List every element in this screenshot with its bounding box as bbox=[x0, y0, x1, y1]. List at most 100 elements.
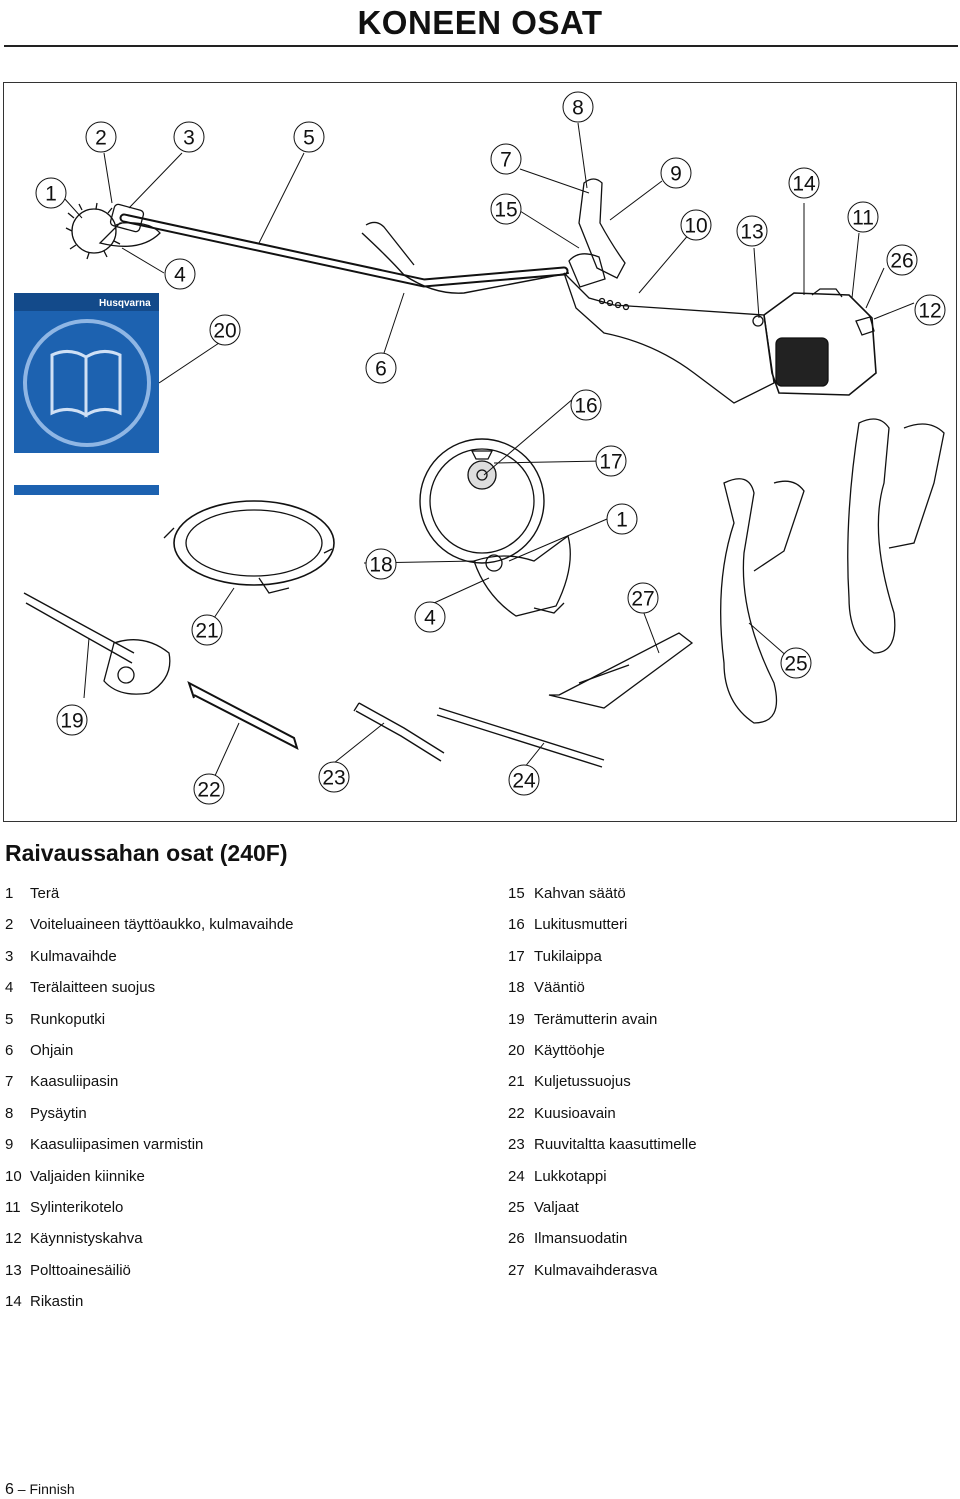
part-label: Kaasuliipasimen varmistin bbox=[30, 1136, 204, 1154]
callout-9: 9 bbox=[670, 163, 682, 186]
part-label: Kuljetussuojus bbox=[534, 1073, 631, 1091]
part-row-11: 11 Sylinterikotelo bbox=[5, 1198, 294, 1229]
callout-26: 26 bbox=[890, 250, 913, 273]
part-row-4: 4 Terälaitteen suojus bbox=[5, 978, 294, 1009]
part-number: 8 bbox=[5, 1104, 14, 1122]
part-label: Polttoainesäiliö bbox=[30, 1261, 131, 1279]
callout-13: 13 bbox=[740, 221, 763, 244]
throttle-handle bbox=[578, 178, 626, 279]
part-label: Kulmavaihde bbox=[30, 947, 117, 965]
part-label: Rikastin bbox=[30, 1293, 84, 1311]
part-number: 17 bbox=[508, 947, 525, 965]
engine-body bbox=[563, 272, 775, 404]
part-row-21: 21 Kuljetussuojus bbox=[508, 1072, 697, 1103]
part-row-16: 16 Lukitusmutteri bbox=[508, 915, 697, 946]
part-label: Sylinterikotelo bbox=[30, 1198, 124, 1216]
part-number: 12 bbox=[5, 1230, 22, 1248]
part-number: 7 bbox=[5, 1073, 14, 1091]
callout-5: 5 bbox=[303, 127, 315, 150]
callout-20: 20 bbox=[213, 320, 236, 343]
part-number: 25 bbox=[508, 1198, 525, 1216]
screwdriver-icon bbox=[355, 702, 445, 762]
page-number: 6 bbox=[5, 1481, 14, 1498]
part-number: 1 bbox=[5, 885, 14, 902]
part-row-22: 22 Kuusioavain bbox=[508, 1104, 697, 1135]
callout-12: 12 bbox=[918, 300, 941, 323]
part-number: 18 bbox=[508, 979, 525, 997]
saw-blade-icon bbox=[419, 438, 545, 564]
handlebar bbox=[361, 232, 570, 294]
part-label: Ilmansuodatin bbox=[534, 1230, 628, 1248]
page-title: KONEEN OSAT bbox=[357, 4, 603, 41]
callout-4: 4 bbox=[174, 264, 186, 287]
part-label: Valjaat bbox=[534, 1198, 579, 1216]
part-row-25: 25 Valjaat bbox=[508, 1198, 697, 1229]
part-number: 19 bbox=[508, 1010, 525, 1028]
locking-pin-icon bbox=[436, 707, 605, 768]
part-row-9: 9 Kaasuliipasimen varmistin bbox=[5, 1135, 294, 1166]
part-label: Kuusioavain bbox=[534, 1104, 616, 1122]
callout-23: 23 bbox=[322, 767, 345, 790]
part-number: 9 bbox=[5, 1136, 14, 1154]
title-divider bbox=[4, 45, 958, 47]
part-number: 2 bbox=[5, 916, 14, 934]
callout-25: 25 bbox=[784, 653, 807, 676]
callout-15: 15 bbox=[494, 199, 517, 222]
footer-language: Finnish bbox=[29, 1481, 75, 1497]
part-label: Kahvan säätö bbox=[534, 885, 626, 902]
harness-right-icon bbox=[847, 418, 896, 654]
part-number: 4 bbox=[5, 979, 14, 997]
part-number: 21 bbox=[508, 1073, 525, 1091]
blade-guard bbox=[98, 222, 161, 247]
part-label: Käynnistyskahva bbox=[30, 1230, 143, 1248]
part-number: 16 bbox=[508, 916, 525, 934]
illustration-svg: Husqvarna bbox=[14, 91, 946, 805]
page-footer: 6 – Finnish bbox=[5, 1481, 75, 1499]
part-label: Ohjain bbox=[30, 1041, 74, 1059]
part-row-2: 2 Voiteluaineen täyttöaukko, kulmavaihde bbox=[5, 915, 294, 946]
part-number: 11 bbox=[5, 1198, 21, 1216]
operator-manual-icon: Husqvarna bbox=[14, 293, 159, 495]
part-row-8: 8 Pysäytin bbox=[5, 1104, 294, 1135]
footer-dash: – bbox=[17, 1481, 26, 1497]
part-row-19: 19 Terämutterin avain bbox=[508, 1010, 697, 1041]
part-number: 24 bbox=[508, 1167, 525, 1185]
harness-left-icon bbox=[720, 478, 778, 724]
part-number: 22 bbox=[508, 1104, 525, 1122]
callout-1: 1 bbox=[616, 509, 628, 532]
grease-tube-icon bbox=[548, 632, 694, 709]
part-label: Terämutterin avain bbox=[534, 1010, 658, 1028]
callout-11: 11 bbox=[852, 207, 874, 230]
callout-19: 19 bbox=[60, 710, 83, 733]
callout-14: 14 bbox=[792, 173, 816, 196]
transport-guard-icon bbox=[173, 500, 335, 586]
part-label: Vääntiö bbox=[534, 979, 585, 997]
part-label: Lukkotappi bbox=[534, 1167, 607, 1185]
part-label: Lukitusmutteri bbox=[534, 916, 628, 934]
part-number: 3 bbox=[5, 947, 14, 965]
part-label: Valjaiden kiinnike bbox=[30, 1167, 145, 1185]
parts-section-heading: Raivaussahan osat (240F) bbox=[5, 840, 288, 866]
part-row-12: 12 Käynnistyskahva bbox=[5, 1229, 294, 1260]
part-label: Terälaitteen suojus bbox=[30, 979, 156, 997]
callout-3: 3 bbox=[183, 127, 195, 150]
callout-24: 24 bbox=[512, 770, 536, 793]
part-label: Voiteluaineen täyttöaukko, kulmavaihde bbox=[30, 916, 294, 934]
part-number: 5 bbox=[5, 1010, 14, 1028]
callout-2: 2 bbox=[95, 127, 107, 150]
callout-4: 4 bbox=[424, 607, 436, 630]
part-number: 20 bbox=[508, 1041, 525, 1059]
callout-7: 7 bbox=[500, 149, 512, 172]
part-label: Pysäytin bbox=[30, 1104, 87, 1122]
part-label: Kulmavaihderasva bbox=[534, 1261, 658, 1279]
